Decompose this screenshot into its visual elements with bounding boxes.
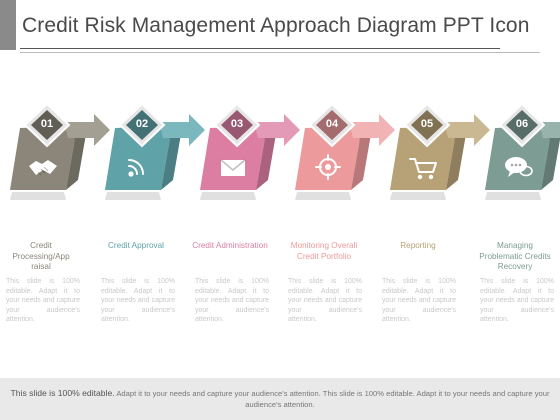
shopping-cart-icon	[406, 152, 440, 182]
step-description: This slide is 100% editable. Adapt it to…	[288, 278, 362, 324]
step-label: Monitoring Overall Credit Portfolio	[290, 241, 358, 261]
step-arrow	[444, 114, 490, 146]
step-description: This slide is 100% editable. Adapt it to…	[382, 278, 456, 324]
step-6-shape	[485, 102, 560, 200]
step-1: 01	[6, 100, 110, 210]
footer-rest: Adapt it to your needs and capture your …	[114, 389, 550, 409]
step-number: 02	[135, 118, 149, 130]
step-panel-fold	[351, 126, 371, 190]
step-panel-fold	[256, 126, 276, 190]
step-5: 05	[386, 100, 490, 210]
step-arrow	[349, 114, 395, 146]
step-badge	[31, 110, 63, 140]
step-panel	[105, 126, 171, 190]
step-label: Credit Administration	[192, 241, 268, 250]
step-panel-fold	[446, 126, 466, 190]
footer-bar: This slide is 100% editable. Adapt it to…	[0, 378, 560, 420]
step-shadow	[295, 192, 351, 200]
step-panel-fold	[161, 126, 181, 190]
step-2: 02	[101, 100, 205, 210]
step-number: 05	[420, 118, 434, 130]
handshake-icon	[26, 152, 60, 182]
step-1-shape	[10, 102, 110, 200]
chat-bubbles-icon	[501, 152, 535, 182]
title-underline-secondary	[20, 52, 540, 53]
step-shadow	[10, 192, 66, 200]
step-label: Reporting	[400, 241, 436, 250]
step-panel-fold	[66, 126, 86, 190]
step-description: This slide is 100% editable. Adapt it to…	[480, 278, 554, 324]
title-underline	[20, 48, 500, 49]
step-number: 04	[325, 118, 339, 130]
step-badge	[126, 110, 158, 140]
step-6: 06	[481, 100, 560, 210]
step-5-shape	[390, 102, 490, 200]
step-description: This slide is 100% editable. Adapt it to…	[195, 278, 269, 324]
step-panel	[200, 126, 266, 190]
slide-title: Credit Risk Management Approach Diagram …	[22, 14, 530, 37]
step-number: 01	[40, 118, 54, 130]
envelope-icon	[216, 152, 250, 182]
step-shadow	[105, 192, 161, 200]
step-label: Credit Processing/App raisal	[12, 241, 70, 271]
step-badge	[221, 110, 253, 140]
step-badge	[506, 110, 538, 140]
step-3: 03	[196, 100, 300, 210]
corner-accent-bar	[0, 0, 16, 50]
step-shadow	[390, 192, 446, 200]
step-panel	[10, 126, 76, 190]
step-badge	[411, 110, 443, 140]
step-description: This slide is 100% editable. Adapt it to…	[6, 278, 80, 324]
footer-text: This slide is 100% editable. Adapt it to…	[8, 388, 552, 410]
step-2-shape	[105, 102, 205, 200]
step-3-shape	[200, 102, 300, 200]
step-number: 06	[515, 118, 529, 130]
target-icon	[311, 152, 345, 182]
step-number: 03	[230, 118, 244, 130]
step-label: Credit Approval	[108, 241, 164, 250]
step-description: This slide is 100% editable. Adapt it to…	[101, 278, 175, 324]
step-arrow	[159, 114, 205, 146]
step-arrow	[254, 114, 300, 146]
step-badge	[316, 110, 348, 140]
step-arrow	[64, 114, 110, 146]
step-shadow	[200, 192, 256, 200]
rss-feed-icon	[121, 152, 155, 182]
step-4: 04	[291, 100, 395, 210]
footer-lead: This slide is 100% editable.	[10, 388, 115, 398]
step-shadow	[485, 192, 541, 200]
step-label: Managing Problematic Credits Recovery	[479, 241, 551, 271]
step-panel	[390, 126, 456, 190]
step-panel-fold	[541, 126, 560, 190]
